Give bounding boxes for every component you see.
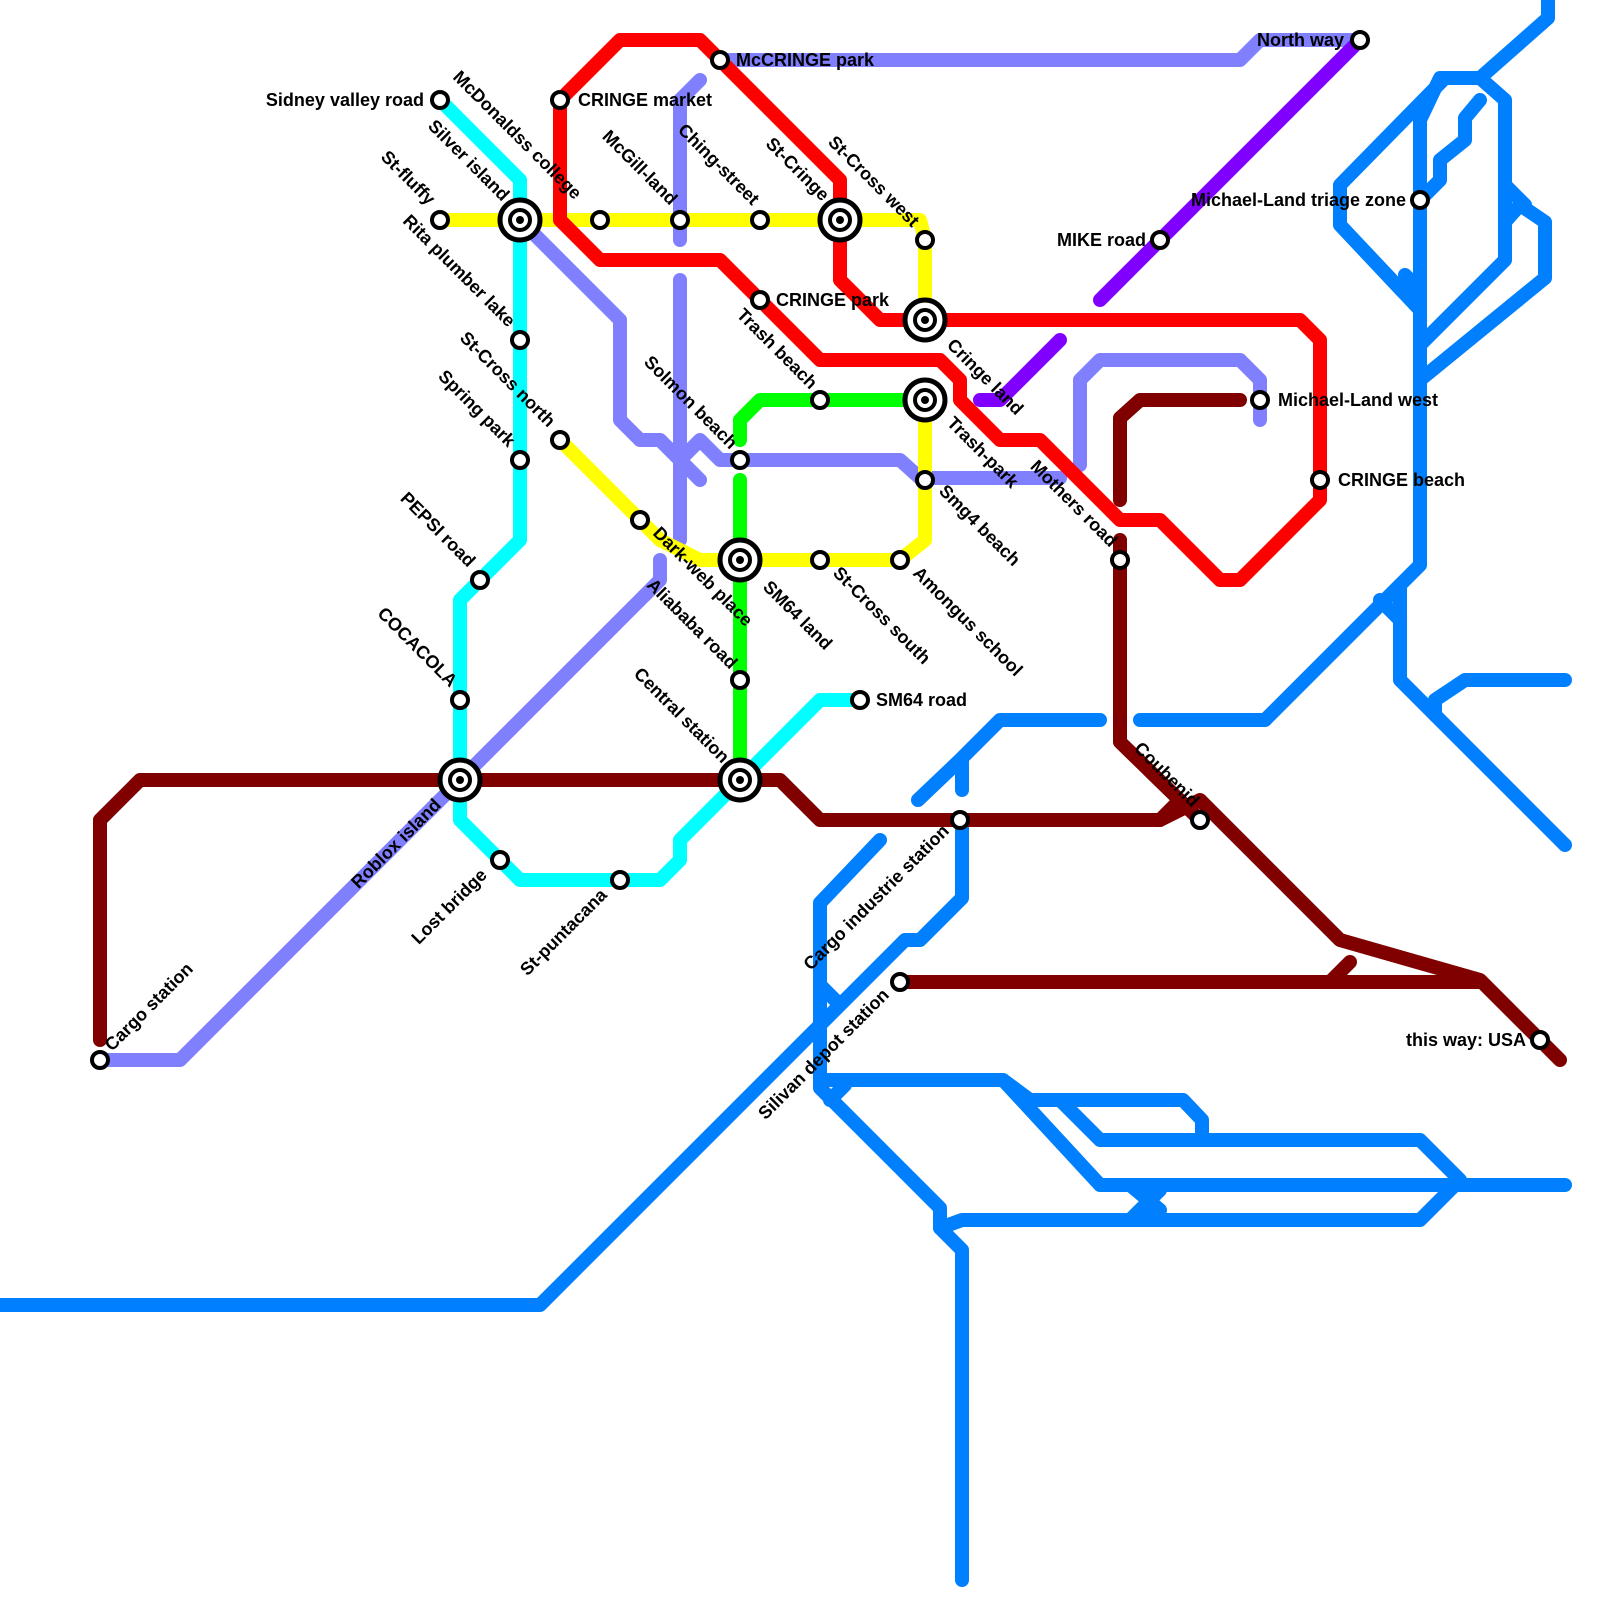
label-lost-bridge: Lost bridge xyxy=(407,865,490,948)
label-st-fluffy: St-fluffy xyxy=(377,147,439,209)
station-cringe-market[interactable] xyxy=(552,92,568,108)
blue-line-loop-inner xyxy=(1420,205,1545,380)
label-coubenid: Coubenid xyxy=(1130,738,1203,811)
label-cargo-station: Cargo station xyxy=(101,959,197,1055)
station-st-cross-north[interactable] xyxy=(552,432,568,448)
label-michael-land-triage-zone: Michael-Land triage zone xyxy=(1191,190,1406,210)
interchange-cringe-land[interactable] xyxy=(905,380,945,420)
label-cocacola: COCACOLA xyxy=(374,603,462,691)
station-sidney-valley-road[interactable] xyxy=(432,92,448,108)
station-mothers-road[interactable] xyxy=(1112,552,1128,568)
station-aliababa-road[interactable] xyxy=(732,672,748,688)
station-mcgill-land[interactable] xyxy=(672,212,688,228)
label-central-station: Central station xyxy=(630,664,733,767)
purple-line xyxy=(980,40,1360,400)
station-st-cross-south[interactable] xyxy=(812,552,828,568)
station-rita-plumber-lake[interactable] xyxy=(512,332,528,348)
station-mccringe-park[interactable] xyxy=(712,52,728,68)
interchange-st-cringe[interactable] xyxy=(820,200,860,240)
station-north-way[interactable] xyxy=(1352,32,1368,48)
label-mccringe-park: McCRINGE park xyxy=(736,50,875,70)
station-trash-beach[interactable] xyxy=(812,392,828,408)
label-roblox-island: Roblox island xyxy=(347,795,445,893)
label-cringe-park: CRINGE park xyxy=(776,290,890,310)
station-trash-park[interactable] xyxy=(917,472,933,488)
station-coubenid[interactable] xyxy=(1192,812,1208,828)
label-this-way-usa: this way: USA xyxy=(1406,1030,1526,1050)
label-sm64-land: SM64 land xyxy=(759,577,836,654)
station-lost-bridge[interactable] xyxy=(492,852,508,868)
station-st-puntacana[interactable] xyxy=(612,872,628,888)
label-amongus-school: Amongus school xyxy=(909,563,1026,680)
station-labels: Sidney valley road McDonaldss college Si… xyxy=(101,30,1526,1123)
station-mcdonaldss-college[interactable] xyxy=(592,212,608,228)
station-spring-park[interactable] xyxy=(512,452,528,468)
label-sidney-valley-road: Sidney valley road xyxy=(266,90,424,110)
blue-line-depot-cross xyxy=(1130,1185,1160,1220)
label-north-way: North way xyxy=(1257,30,1344,50)
station-ching-street[interactable] xyxy=(752,212,768,228)
station-mike-road[interactable] xyxy=(1152,232,1168,248)
station-silivan-depot[interactable] xyxy=(892,974,908,990)
maroon-line-north-stub xyxy=(1120,400,1240,500)
label-mike-road: MIKE road xyxy=(1057,230,1146,250)
station-pepsi-road[interactable] xyxy=(472,572,488,588)
station-cargo-station[interactable] xyxy=(92,1052,108,1068)
station-sm64-road[interactable] xyxy=(852,692,868,708)
label-smg4-beach: Smg4 beach xyxy=(935,481,1024,570)
label-ching-street: Ching-street xyxy=(674,120,763,209)
label-sm64-road: SM64 road xyxy=(876,690,967,710)
blue-line-northeast-exit xyxy=(1480,0,1548,78)
station-michael-land-west[interactable] xyxy=(1252,392,1268,408)
blue-line-depot-stub xyxy=(830,1085,845,1100)
label-michael-land-west: Michael-Land west xyxy=(1278,390,1438,410)
station-solmon-beach[interactable] xyxy=(732,452,748,468)
station-dark-web-place[interactable] xyxy=(632,512,648,528)
purple-line-north xyxy=(1100,40,1360,300)
station-amongus-school[interactable] xyxy=(892,552,908,568)
interchange-sm64-land[interactable] xyxy=(720,540,760,580)
station-cringe-park-red[interactable] xyxy=(752,292,768,308)
interchange-central-station[interactable] xyxy=(720,760,760,800)
label-cringe-market: CRINGE market xyxy=(578,90,712,110)
interchange-silver-island[interactable] xyxy=(500,200,540,240)
label-pepsi-road: PEPSI road xyxy=(397,488,480,571)
station-michael-land-triage-zone[interactable] xyxy=(1412,192,1428,208)
station-this-way-usa[interactable] xyxy=(1532,1032,1548,1048)
interchange-cringe-park[interactable] xyxy=(905,300,945,340)
station-cocacola[interactable] xyxy=(452,692,468,708)
blue-line-cargo-branch xyxy=(918,720,1100,800)
station-st-cross-west[interactable] xyxy=(917,232,933,248)
label-st-puntacana: St-puntacana xyxy=(516,884,611,979)
blue-line-east-branch xyxy=(1400,585,1565,845)
station-cargo-industrie[interactable] xyxy=(952,812,968,828)
periwinkle-line-east-loop xyxy=(1080,360,1260,465)
green-line-main xyxy=(740,400,925,440)
label-mcgill-land: McGill-land xyxy=(599,126,682,209)
station-st-fluffy[interactable] xyxy=(432,212,448,228)
blue-line-east-spur xyxy=(1435,680,1565,715)
interchange-roblox-island[interactable] xyxy=(440,760,480,800)
label-cringe-beach: CRINGE beach xyxy=(1338,470,1465,490)
station-cringe-beach[interactable] xyxy=(1312,472,1328,488)
maroon-line xyxy=(100,400,1560,1060)
